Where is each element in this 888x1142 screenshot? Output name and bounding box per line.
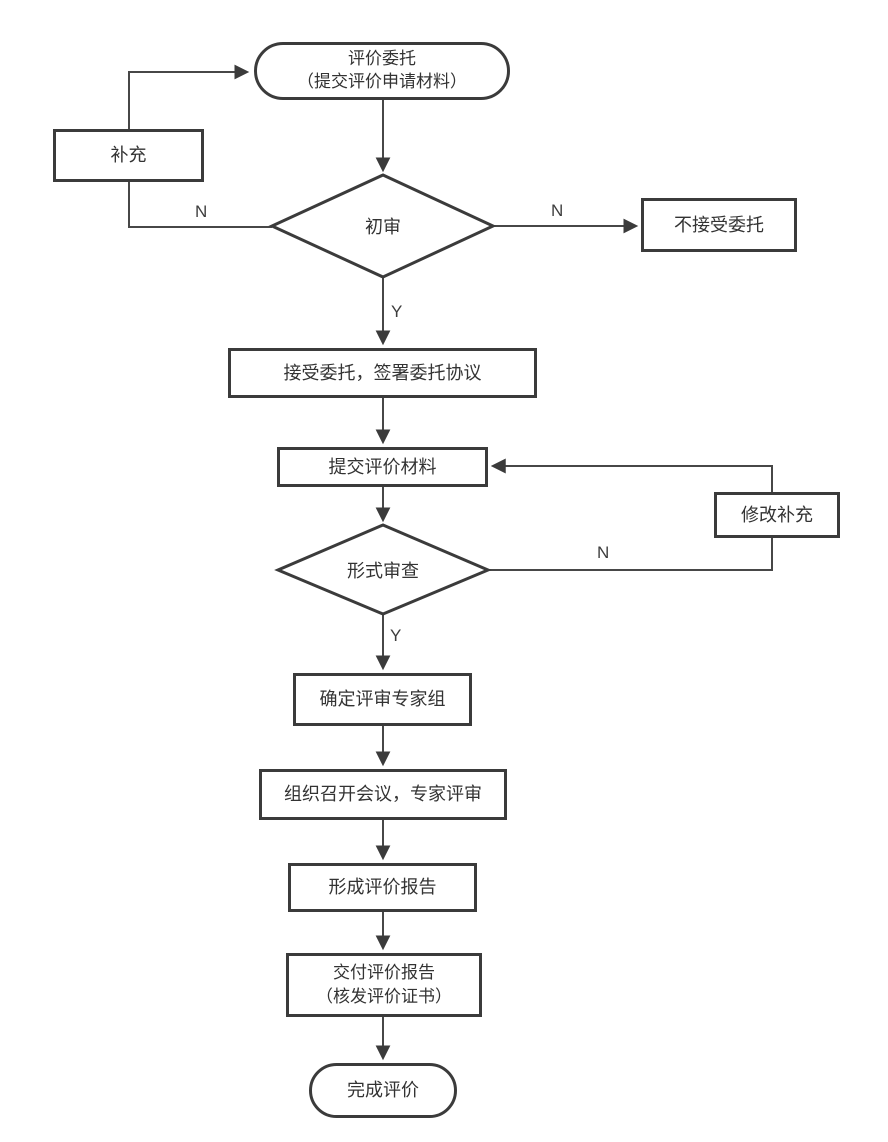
node-accept-label: 接受委托，签署委托协议 [283,362,482,383]
node-start-label: 评价委托 [348,49,416,69]
edge-label-formal-review-yes: Y [390,626,402,645]
node-reject: 不接受委托 [641,198,797,252]
edge-label-initial-review-no-right: N [551,201,564,220]
node-report-label: 形成评价报告 [328,877,437,898]
node-deliver-sublabel: （核发评价证书） [316,987,452,1006]
node-start-sublabel: （提交评价申请材料） [297,72,467,91]
node-revise: 修改补充 [714,492,840,538]
node-deliver-label: 交付评价报告 [333,963,435,983]
node-expert-group: 确定评审专家组 [293,673,472,726]
decision-formal-review-shape [274,523,492,616]
node-report: 形成评价报告 [288,863,477,912]
edge-label-formal-review-no: N [597,543,610,562]
node-deliver: 交付评价报告 （核发评价证书） [286,953,482,1017]
node-revise-label: 修改补充 [741,504,813,525]
node-end-label: 完成评价 [347,1080,419,1101]
edge-label-initial-review-no-left: N [195,202,208,221]
node-supplement-label: 补充 [110,145,147,166]
node-meeting: 组织召开会议，专家评审 [259,769,507,820]
decision-initial-review-shape [268,173,497,279]
node-meeting-label: 组织召开会议，专家评审 [284,784,482,805]
node-start: 评价委托 （提交评价申请材料） [254,42,510,100]
node-end: 完成评价 [309,1063,457,1118]
node-reject-label: 不接受委托 [674,214,764,235]
edge-label-initial-review-yes: Y [391,302,403,321]
node-accept: 接受委托，签署委托协议 [228,348,537,398]
node-supplement: 补充 [53,129,204,182]
node-formal-review-label: 形式审查 [347,561,419,581]
node-expert-group-label: 确定评审专家组 [319,689,446,710]
node-submit-materials-label: 提交评价材料 [328,456,437,477]
node-initial-review-label: 初审 [365,217,401,237]
node-submit-materials: 提交评价材料 [277,447,488,487]
